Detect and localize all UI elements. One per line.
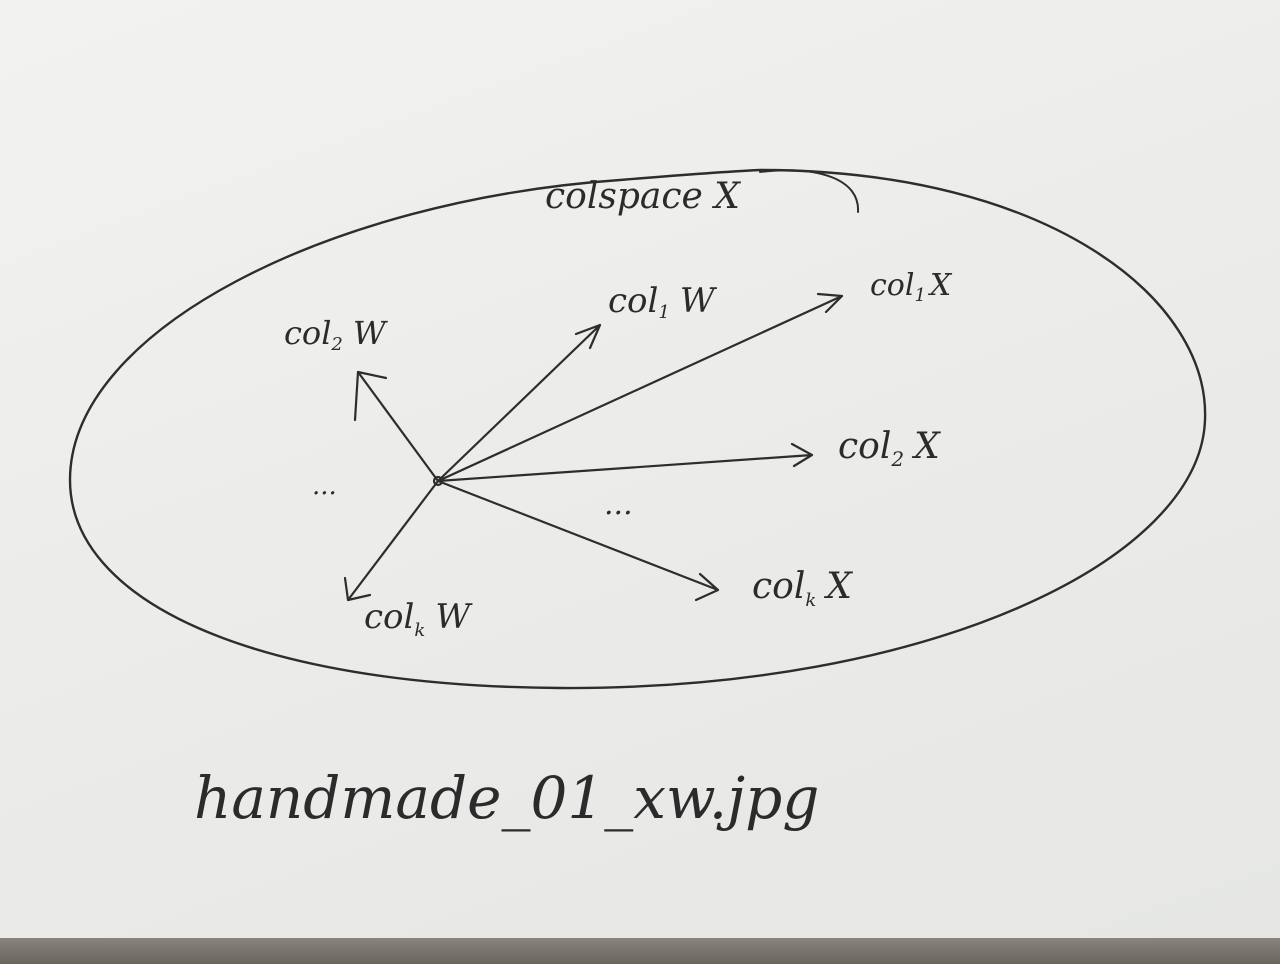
arrow-col1-w (436, 323, 602, 483)
colspace-ellipse (68, 168, 1207, 690)
ellipsis-right: ... (604, 487, 633, 522)
ellipsis-left: ... (312, 471, 337, 501)
arrow-colk-x (436, 479, 720, 602)
colspace-label: colspace X (545, 176, 741, 217)
table-edge (0, 938, 1280, 964)
arrow-col2-x (436, 442, 814, 483)
arrow-col1-x (436, 292, 844, 483)
arrow-colk-w (343, 479, 440, 602)
arrow-col2-w (353, 370, 440, 483)
filename-caption: handmade_01_xw.jpg (194, 764, 819, 832)
colspace-arc (759, 169, 860, 213)
